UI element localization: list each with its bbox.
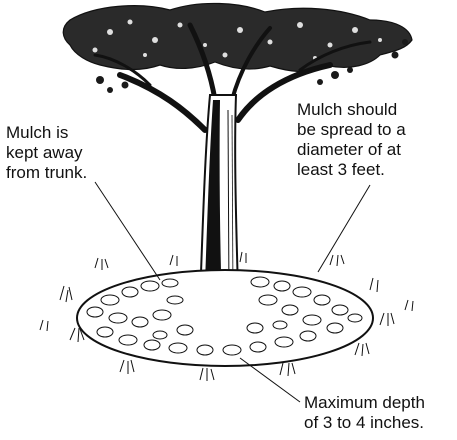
max-depth-label: Maximum depth of 3 to 4 inches. bbox=[304, 393, 425, 433]
spread-diameter-label: Mulch should be spread to a diameter of … bbox=[297, 100, 406, 180]
spread-leader-line bbox=[318, 185, 370, 272]
trunk-clearance-label: Mulch is kept away from trunk. bbox=[6, 123, 87, 183]
trunk-leader-line bbox=[95, 182, 160, 280]
mulch-bed bbox=[77, 270, 373, 366]
